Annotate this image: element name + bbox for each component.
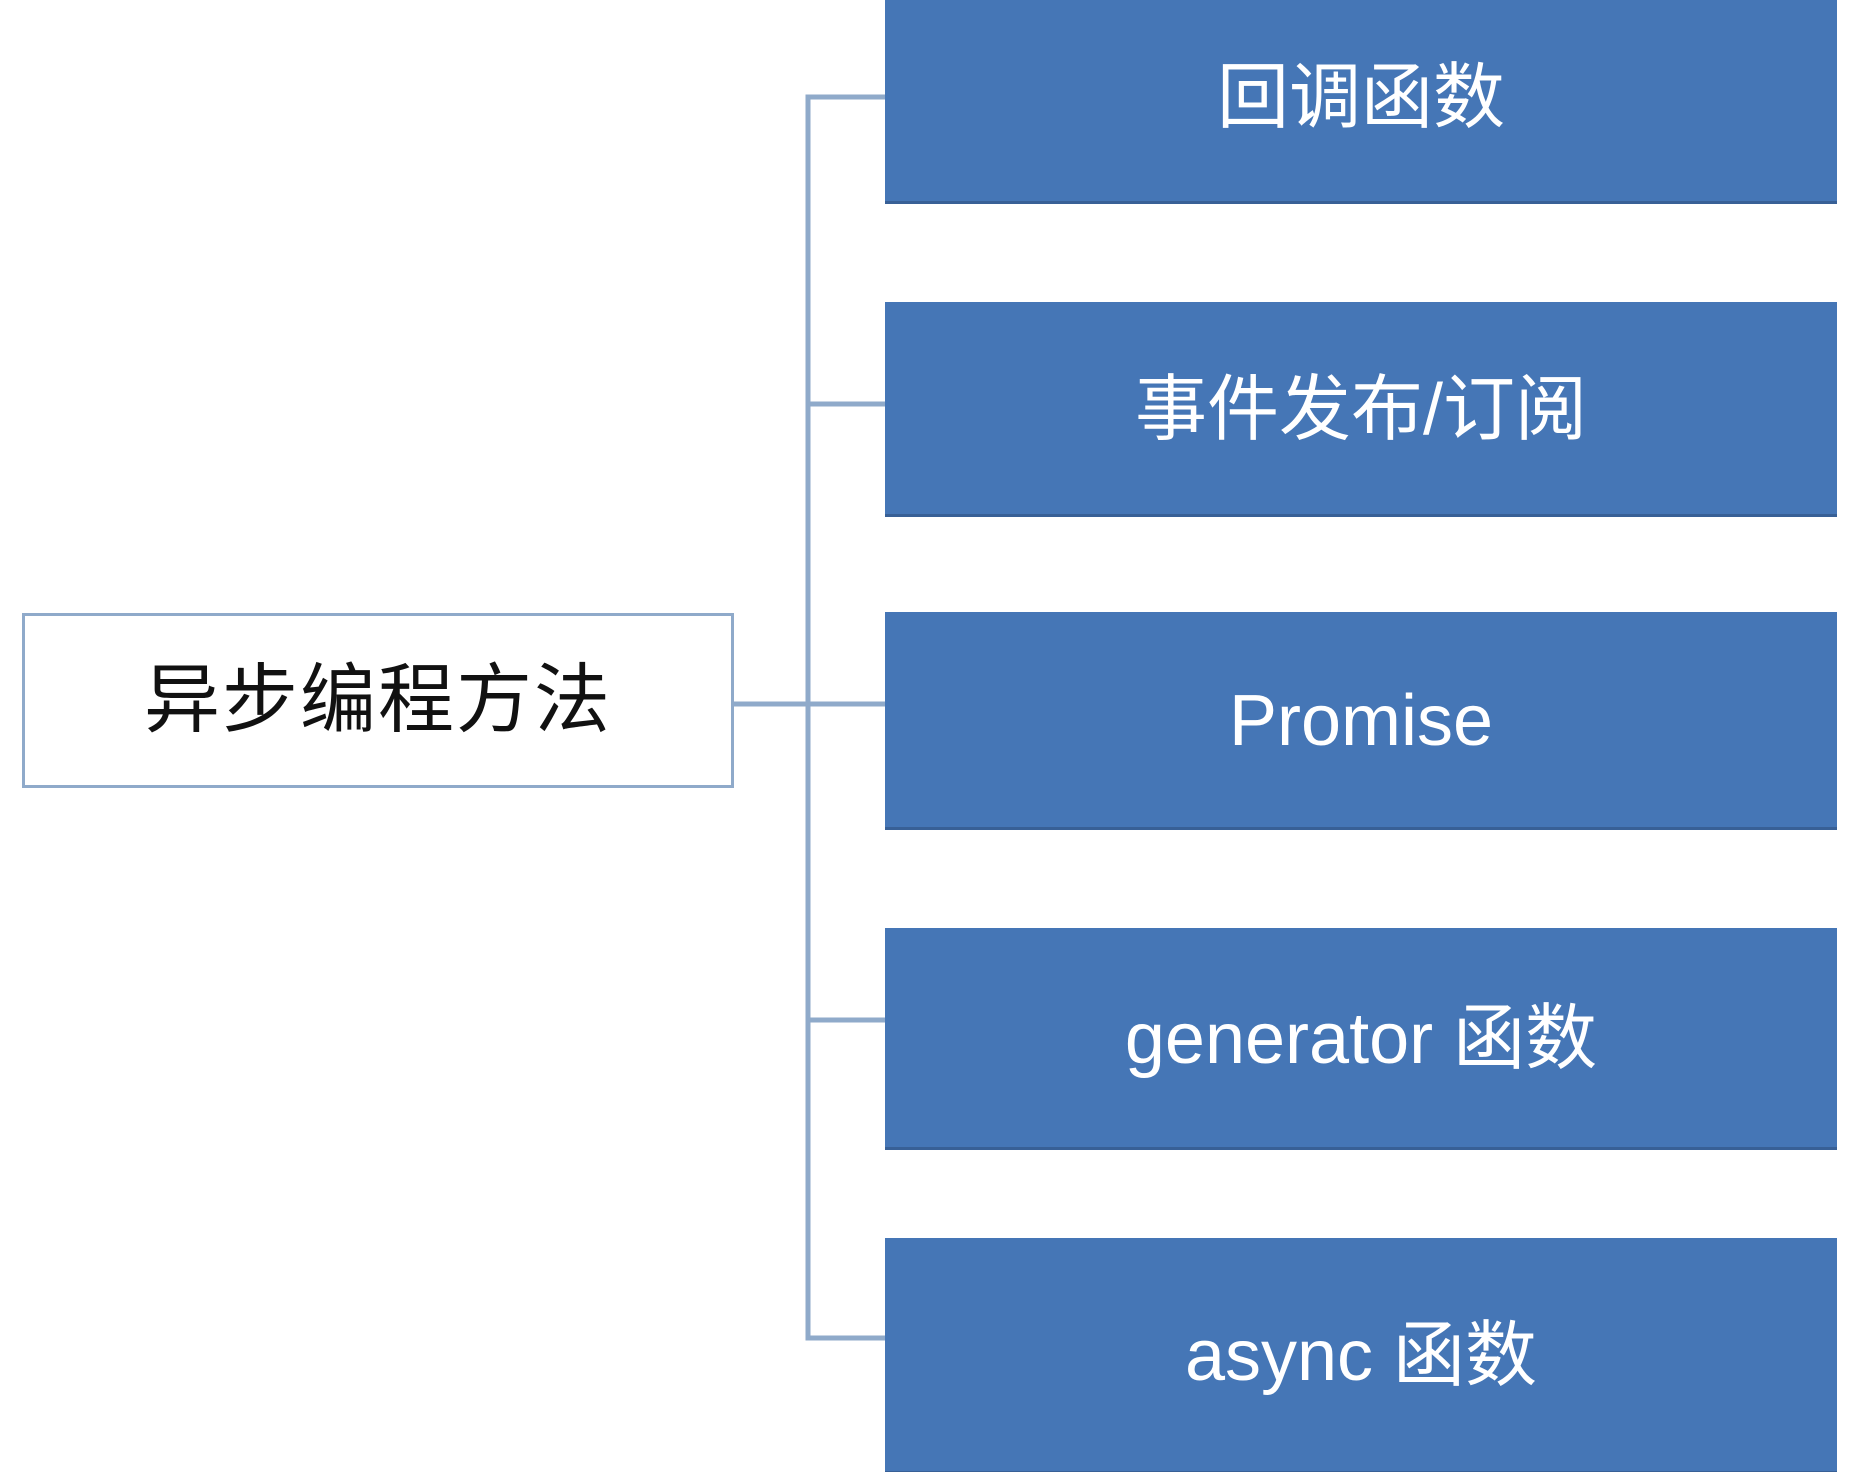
branch-node-promise[interactable]: Promise: [885, 612, 1837, 830]
branch-node-label: Promise: [1228, 681, 1494, 761]
branch-node-event-pubsub[interactable]: 事件发布/订阅: [885, 302, 1837, 517]
branch-node-label: 事件发布/订阅: [1134, 369, 1587, 450]
root-node-label: 异步编程方法: [144, 657, 612, 743]
root-node[interactable]: 异步编程方法: [22, 613, 734, 788]
branch-node-callback[interactable]: 回调函数: [885, 0, 1837, 204]
branch-node-label: async 函数: [1184, 1316, 1538, 1396]
branch-node-generator[interactable]: generator 函数: [885, 928, 1837, 1150]
branch-node-label: generator 函数: [1124, 999, 1598, 1079]
branch-node-async[interactable]: async 函数: [885, 1238, 1837, 1472]
branch-node-label: 回调函数: [1216, 58, 1505, 138]
